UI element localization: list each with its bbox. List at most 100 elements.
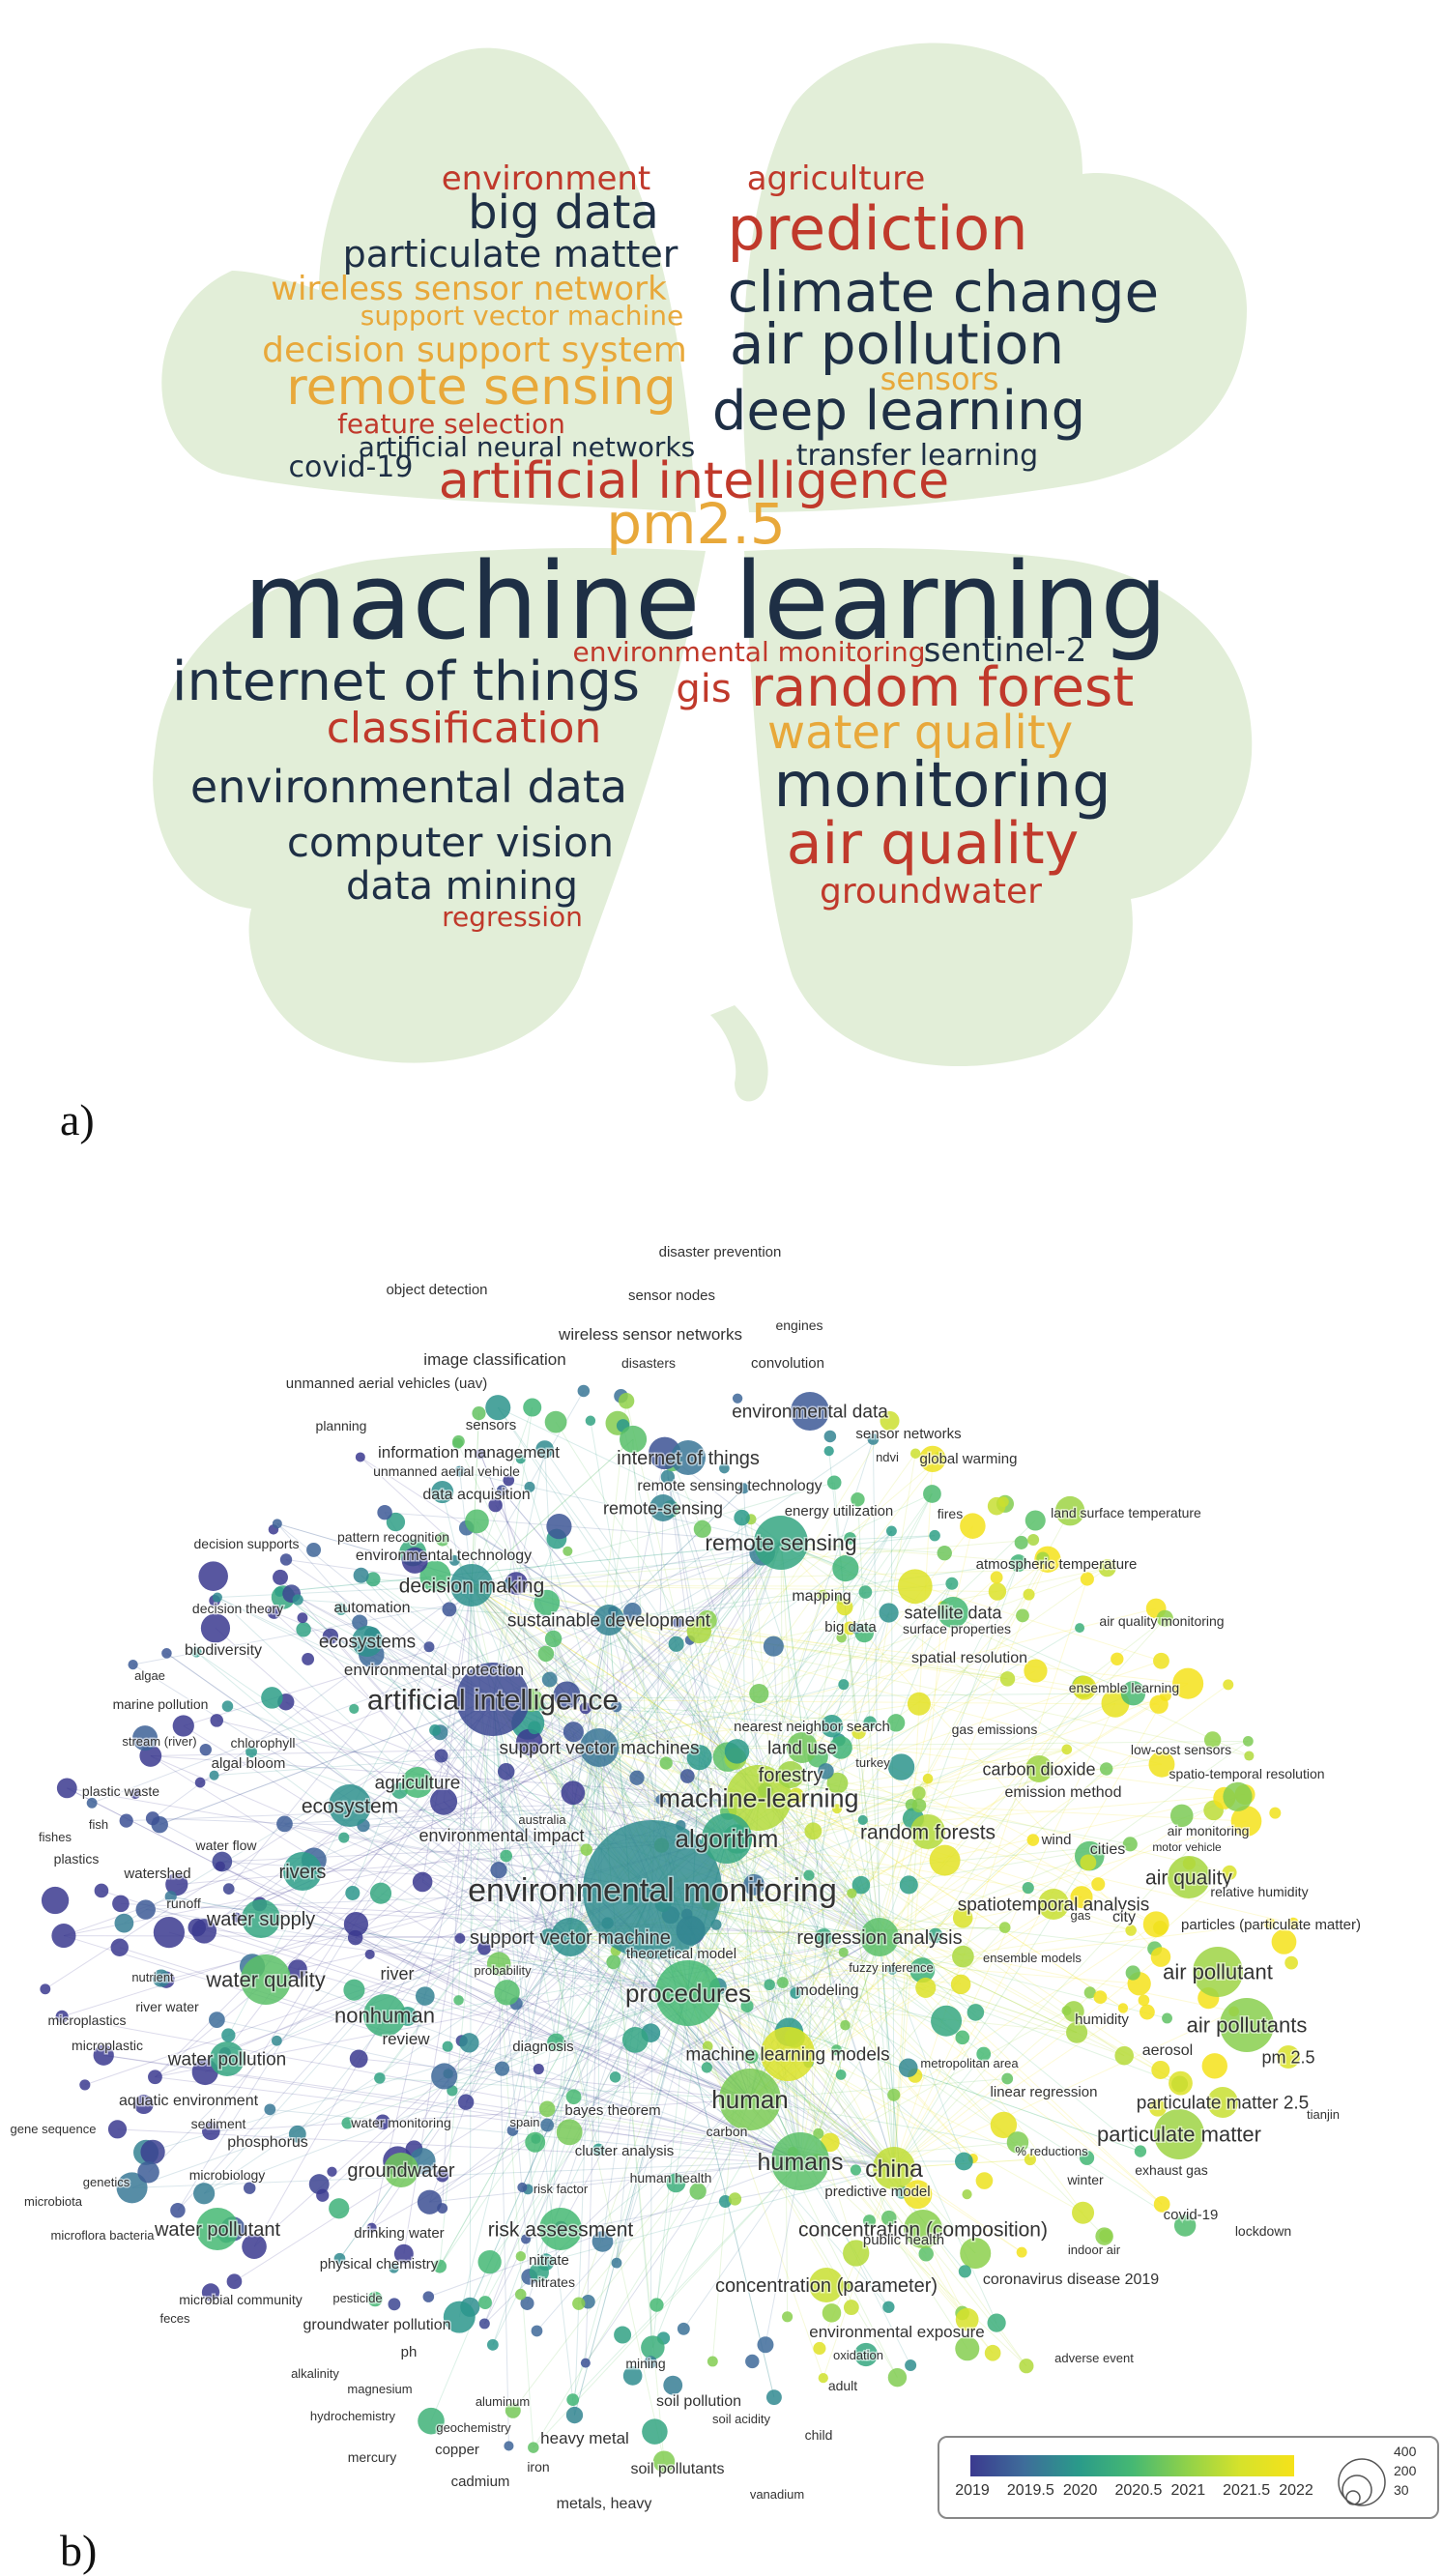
network-node: [424, 1641, 435, 1652]
network-term-label: microbiology: [189, 2167, 266, 2183]
network-term-label: algal bloom: [212, 1755, 286, 1772]
network-term-label: iron: [527, 2459, 549, 2475]
network-hub-label: machine-learning: [658, 1783, 858, 1812]
network-term-label: runoff: [166, 1896, 201, 1911]
network-node: [923, 1485, 941, 1503]
network-node: [918, 2246, 933, 2261]
network-node: [293, 1594, 303, 1605]
network-node: [377, 1505, 391, 1520]
network-node: [528, 2442, 538, 2452]
network-node: [1284, 1956, 1298, 1970]
network-node: [188, 1919, 206, 1937]
network-node: [1223, 1782, 1252, 1811]
network-node: [79, 2079, 90, 2090]
network-term-label: review: [382, 2030, 430, 2048]
network-hub-label: china: [865, 2156, 923, 2183]
network-term-label: low-cost sensors: [1131, 1742, 1231, 1757]
network-hub-label: satellite data: [904, 1603, 1002, 1622]
network-node: [273, 1570, 288, 1585]
network-term-label: groundwater pollution: [303, 2317, 451, 2333]
network-node: [370, 1883, 391, 1904]
network-term-label: magnesium: [347, 2382, 412, 2396]
network-node: [1075, 1623, 1084, 1633]
network-node: [348, 1930, 362, 1945]
network-node: [302, 1653, 314, 1665]
network-node: [827, 1475, 842, 1490]
network-term-label: water monitoring: [350, 2115, 451, 2130]
network-node: [338, 1833, 349, 1843]
network-node: [938, 1546, 952, 1560]
network-node: [899, 2058, 918, 2077]
network-node: [766, 2389, 782, 2405]
word-cloud-term: air quality: [787, 810, 1079, 878]
network-node: [137, 2161, 159, 2184]
network-hub-label: random forests: [860, 1821, 996, 1843]
network-term-label: river: [381, 1964, 415, 1983]
panel-a-label: a): [60, 1094, 95, 1145]
network-term-label: wireless sensor networks: [558, 1325, 742, 1344]
network-term-label: microbiota: [24, 2194, 83, 2209]
network-node: [888, 2368, 907, 2387]
network-term-label: disaster prevention: [659, 1244, 782, 1260]
network-hub-label: algorithm: [676, 1824, 779, 1853]
network-node: [1140, 2005, 1155, 2020]
network-node: [729, 2192, 741, 2205]
network-node: [824, 1431, 837, 1443]
word-cloud-term: deep learning: [712, 380, 1085, 443]
network-node: [458, 2095, 474, 2110]
network-term-label: ph: [401, 2344, 418, 2360]
network-term-label: oxidation: [833, 2348, 883, 2362]
network-node: [557, 2119, 583, 2145]
network-term-label: air monitoring: [1168, 1823, 1250, 1838]
network-node: [431, 2063, 457, 2089]
network-node: [532, 2326, 543, 2337]
network-term-label: fishes: [39, 1830, 72, 1844]
size-legend-200: 200: [1394, 2463, 1416, 2478]
network-node: [465, 1509, 489, 1533]
network-node: [905, 2359, 916, 2371]
network-term-label: tianjin: [1307, 2107, 1340, 2122]
network-node: [327, 2167, 336, 2177]
network-term-label: pattern recognition: [337, 1529, 449, 1545]
network-term-label: soil acidity: [712, 2412, 770, 2426]
network-node: [1153, 1653, 1169, 1669]
network-hub-label: groundwater: [347, 2160, 455, 2182]
colorbar-tick-label: 2022: [1277, 2482, 1315, 2500]
colorbar-tick-label: 2020: [1061, 2482, 1100, 2500]
network-term-label: indoor air: [1068, 2243, 1121, 2257]
network-term-label: gas emissions: [952, 1722, 1038, 1737]
network-node: [111, 1939, 129, 1956]
network-term-label: vanadium: [750, 2487, 804, 2502]
network-hub-label: agriculture: [375, 1774, 461, 1794]
network-term-label: linear regression: [991, 2084, 1098, 2100]
word-cloud-term: covid-19: [289, 450, 414, 484]
word-cloud-term: classification: [327, 704, 602, 753]
network-node: [170, 2203, 185, 2217]
network-term-label: human health: [630, 2170, 712, 2185]
network-node: [540, 2119, 554, 2132]
word-cloud-term: big data: [468, 186, 659, 240]
network-term-label: exhaust gas: [1135, 2162, 1208, 2178]
colorbar-tick-label: 2021.5: [1223, 2482, 1261, 2500]
network-node: [306, 1543, 321, 1557]
network-node: [859, 1585, 873, 1599]
network-node: [1027, 1834, 1040, 1846]
network-hub-label: internet of things: [617, 1448, 760, 1469]
network-node: [1023, 1882, 1034, 1894]
network-hub-label: ecosystem: [302, 1795, 398, 1817]
network-term-label: environmental technology: [356, 1548, 532, 1564]
network-hub-label: air pollutants: [1187, 2013, 1308, 2038]
network-term-label: biodiversity: [185, 1642, 262, 1659]
network-node: [525, 2132, 545, 2153]
network-node: [435, 1750, 448, 1763]
network-term-label: watershed: [123, 1866, 190, 1882]
network-node: [1169, 2071, 1193, 2096]
year-colorbar: [970, 2455, 1294, 2476]
network-node: [951, 1975, 971, 1995]
network-node: [566, 2393, 579, 2406]
network-node: [495, 2062, 509, 2076]
network-node: [962, 2189, 971, 2199]
network-node: [912, 1799, 927, 1813]
network-term-label: aquatic environment: [119, 2093, 259, 2109]
